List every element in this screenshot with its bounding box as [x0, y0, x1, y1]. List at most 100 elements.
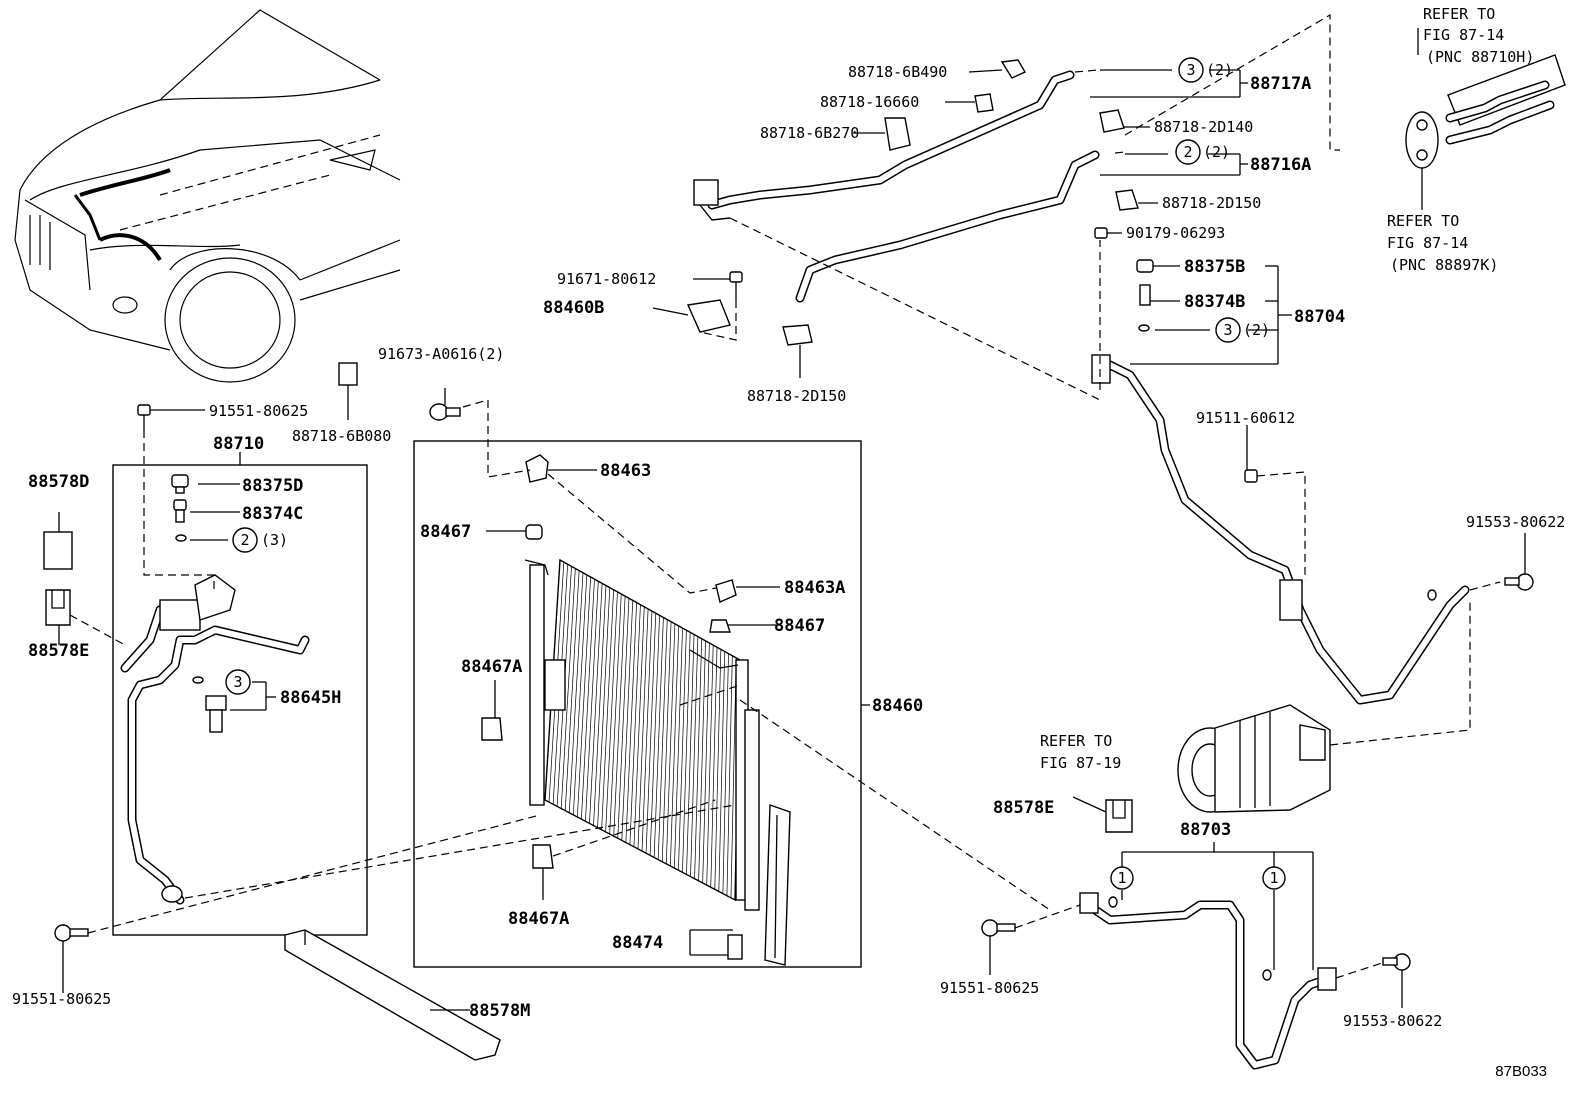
condenser-fin — [572, 574, 588, 815]
condenser-fin — [682, 632, 691, 873]
label-91551-80625-right: 91551-80625 — [940, 979, 1039, 997]
label-88578E-left: 88578E — [28, 641, 89, 661]
label-91673-A0616: 91673-A0616(2) — [378, 345, 504, 363]
callout-88710: 2 (3) — [232, 527, 288, 553]
label-91551-80625-bottom: 91551-80625 — [12, 990, 111, 1008]
label-88703: 88703 — [1180, 820, 1231, 840]
label-88460: 88460 — [872, 696, 923, 716]
refer-compressor-line1: REFER TO — [1040, 732, 1112, 750]
condenser-fin — [585, 581, 599, 822]
callout-88703-a-num: 1 — [1117, 869, 1126, 887]
suction-hose-88704 — [1091, 354, 1470, 705]
label-88467A-top: 88467A — [461, 657, 522, 677]
condenser-fin — [661, 621, 672, 862]
condenser-fin — [589, 583, 603, 824]
label-88460B: 88460B — [543, 298, 604, 318]
label-91511-60612: 91511-60612 — [1196, 409, 1295, 427]
label-88718-6B490: 88718-6B490 — [848, 63, 947, 81]
label-88718-16660: 88718-16660 — [820, 93, 919, 111]
callout-88703-b-num: 1 — [1269, 869, 1278, 887]
label-88474: 88474 — [612, 933, 663, 953]
label-88718-6B270: 88718-6B270 — [760, 124, 859, 142]
callout-88645H-num: 3 — [233, 673, 242, 691]
condenser-fin — [625, 602, 637, 843]
evaporator-connection — [1405, 54, 1566, 169]
label-88578D: 88578D — [28, 472, 89, 492]
condenser-small-parts — [429, 403, 743, 960]
condenser-fin — [657, 619, 668, 860]
condenser-fin — [710, 647, 718, 888]
condenser-fin — [568, 572, 584, 813]
discharge-pipe-88710 — [120, 574, 310, 905]
callout-88716A: 2 (2) — [1175, 139, 1230, 165]
condenser-fin — [665, 623, 676, 864]
label-88716A: 88716A — [1250, 155, 1311, 175]
callout-88704: 3 (2) — [1215, 317, 1270, 343]
condenser-fin — [560, 568, 576, 809]
condenser-fin — [601, 589, 614, 830]
label-88717A: 88717A — [1250, 74, 1311, 94]
tube-assembly-box — [112, 452, 368, 936]
label-90179-06293: 90179-06293 — [1126, 224, 1225, 242]
condenser-core — [524, 558, 760, 911]
label-91553-80622-bottom: 91553-80622 — [1343, 1012, 1442, 1030]
condenser-fin — [706, 645, 714, 886]
condenser-fin — [641, 611, 653, 852]
callout-88710-num: 2 — [240, 531, 249, 549]
callout-88716A-qty: (2) — [1203, 143, 1230, 161]
condenser-fin — [633, 606, 645, 847]
condenser-fin — [609, 594, 622, 835]
condenser-fin — [686, 634, 695, 875]
condenser-fin — [564, 570, 580, 811]
label-88718-2D150-top: 88718-2D150 — [1162, 194, 1261, 212]
condenser-fin — [629, 604, 641, 845]
condenser-fin — [576, 577, 591, 818]
cushion-88578D — [43, 531, 73, 570]
condenser-fin — [690, 636, 699, 877]
pressure-switch-88645H — [192, 676, 227, 733]
cushion-88578E-left — [45, 589, 71, 626]
liquid-tube-88716A — [795, 150, 1100, 303]
condenser-fin — [653, 617, 664, 858]
condenser-fin — [593, 585, 607, 826]
callout-88717A: 3 (2) — [1178, 57, 1233, 83]
label-91671-80612: 91671-80612 — [557, 270, 656, 288]
diagram-code: 87B033 — [1495, 1063, 1547, 1080]
callout-88703-b: 1 — [1262, 866, 1286, 890]
condenser-assembly-box — [413, 440, 870, 968]
condenser-fin — [645, 613, 657, 854]
bolts — [54, 362, 1534, 971]
label-88375B: 88375B — [1184, 257, 1245, 277]
label-88718-2D140: 88718-2D140 — [1154, 118, 1253, 136]
condenser-fin — [678, 630, 687, 871]
label-88718-2D150-bottom: 88718-2D150 — [747, 387, 846, 405]
seal-bracket-88474 — [764, 804, 791, 966]
label-91551-80625-top: 91551-80625 — [209, 402, 308, 420]
label-88463: 88463 — [600, 461, 651, 481]
label-88375D: 88375D — [242, 476, 303, 496]
refer-evap-upper-line3: (PNC 88710H) — [1426, 48, 1534, 66]
condenser-fin — [674, 628, 683, 869]
refer-evap-upper-line1: REFER TO — [1423, 5, 1495, 23]
refer-evap-lower-line3: (PNC 88897K) — [1390, 256, 1498, 274]
callout-88717A-num: 3 — [1186, 61, 1195, 79]
label-88704: 88704 — [1294, 307, 1345, 327]
callout-88704-qty: (2) — [1243, 321, 1270, 339]
label-88578E-right: 88578E — [993, 798, 1054, 818]
condenser-fin — [726, 655, 733, 896]
condenser-fin — [637, 608, 649, 849]
compressor — [1177, 704, 1331, 813]
suction-hose-88717A — [693, 70, 1075, 221]
condenser-fin — [621, 600, 634, 841]
label-88463A: 88463A — [784, 578, 845, 598]
condenser-fin — [714, 649, 722, 890]
condenser-fin — [605, 591, 618, 832]
condenser-fin — [617, 598, 630, 839]
callout-88703-a: 1 — [1110, 866, 1134, 890]
refer-compressor-line2: FIG 87-19 — [1040, 754, 1121, 772]
refer-evap-upper-line2: FIG 87-14 — [1423, 26, 1504, 44]
condenser-fin — [718, 651, 726, 892]
cushion-88578E-right — [1105, 799, 1133, 833]
